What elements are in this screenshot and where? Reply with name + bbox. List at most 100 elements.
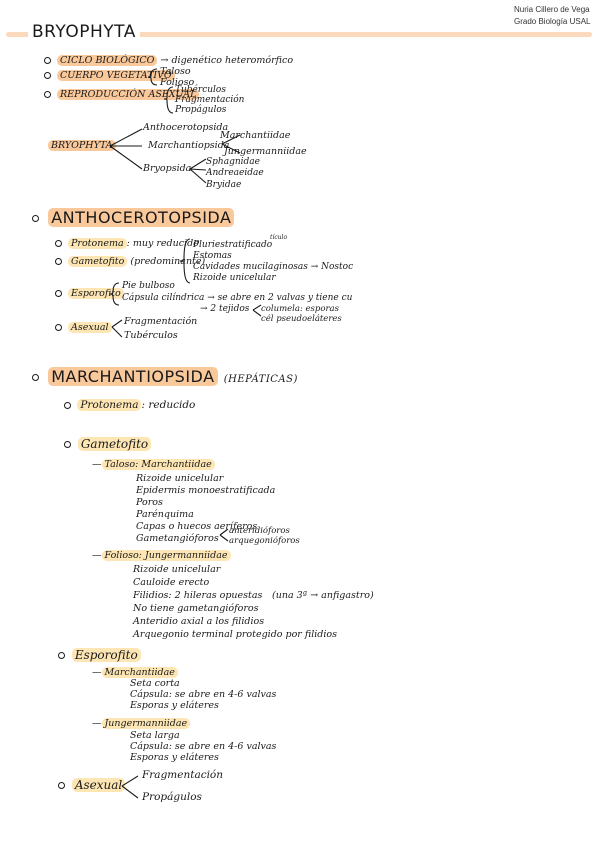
march-asexual: Asexual bbox=[58, 778, 126, 792]
tree-antho: Anthocerotopsida bbox=[143, 122, 229, 133]
march-esp-junger-label: Jungermanniidae bbox=[101, 718, 191, 729]
antho-asx-branches bbox=[111, 319, 123, 338]
march-esp-march: —Marchantiidae bbox=[92, 667, 178, 678]
cuerpo-item: Taloso bbox=[160, 66, 191, 77]
course-name: Grado Biología USAL bbox=[514, 17, 591, 26]
antho-esporofito-label: Esporofito bbox=[68, 288, 124, 299]
antho-heading-text: ANTHOCEROTOPSIDA bbox=[48, 208, 235, 227]
march-esp-junger-item: Seta larga bbox=[130, 730, 180, 741]
march-esp-junger-item: Esporas y eláteres bbox=[130, 752, 219, 763]
march-taloso-label: Taloso: Marchantiidae bbox=[101, 459, 215, 470]
antho-asx-item: Fragmentación bbox=[124, 316, 198, 327]
antho-esp-item: Cápsula cilíndrica → se abre en 2 valvas… bbox=[122, 293, 353, 303]
march-taloso-sub: anteridióforos bbox=[229, 526, 290, 536]
march-folioso-label: Folioso: Jungermanniidae bbox=[101, 550, 231, 561]
march-folioso-item: Anteridio axial a los filidios bbox=[133, 616, 265, 627]
cuerpo-label: CUERPO VEGETATIVO bbox=[57, 70, 175, 81]
antho-gam-item: Estomas bbox=[193, 251, 232, 261]
tree-bryo-child: Andreaeidae bbox=[206, 168, 264, 178]
antho-heading: ANTHOCEROTOPSIDA bbox=[32, 207, 235, 228]
march-heading-text: MARCHANTIOPSIDA bbox=[48, 367, 218, 386]
march-protonema-label: Protonema bbox=[77, 399, 142, 411]
tree-march-child: Marchantiidae bbox=[220, 130, 291, 141]
march-taloso-item: Gametangióforos bbox=[136, 533, 219, 544]
intro-ciclo: CICLO BIOLÓGICO → digenético heteromórfi… bbox=[44, 55, 293, 66]
antho-asexual-label: Asexual bbox=[68, 322, 112, 333]
march-esp-junger-item: Cápsula: se abre en 4-6 valvas bbox=[130, 741, 277, 752]
march-protonema: Protonema: reducido bbox=[64, 399, 195, 411]
tree-bryo-child: Sphagnidae bbox=[206, 157, 260, 167]
march-branches bbox=[221, 134, 241, 154]
repro-item: Fragmentación bbox=[175, 95, 245, 105]
antho-protonema-desc: : muy reducido bbox=[126, 238, 199, 249]
repro-item: Tubérculos bbox=[175, 85, 226, 95]
antho-gam-note: tículo bbox=[270, 234, 288, 241]
antho-esporofito: Esporofito bbox=[55, 288, 124, 299]
march-heading: MARCHANTIOPSIDA (HEPÁTICAS) bbox=[32, 366, 298, 387]
antho-esp-brace bbox=[109, 282, 120, 306]
march-asx-item: Fragmentación bbox=[142, 769, 224, 781]
antho-asexual: Asexual bbox=[55, 322, 112, 333]
tree-bryo-child: Bryidae bbox=[206, 180, 242, 190]
march-folioso: —Folioso: Jungermanniidae bbox=[92, 550, 231, 561]
antho-gam-brace bbox=[179, 238, 191, 284]
author-name: Nuria Cillero de Vega bbox=[514, 5, 590, 14]
antho-protonema: Protonema: muy reducido bbox=[55, 238, 199, 249]
title-underline-bar bbox=[6, 32, 592, 37]
march-asx-branches bbox=[121, 775, 139, 799]
antho-gametofito-desc: (predominante) bbox=[130, 256, 206, 267]
march-esp-march-item: Esporas y eláteres bbox=[130, 700, 219, 711]
tree-march-child: Jungermanniidae bbox=[224, 146, 307, 157]
march-esp-march-item: Cápsula: se abre en 4-6 valvas bbox=[130, 689, 277, 700]
march-subtitle: (HEPÁTICAS) bbox=[223, 374, 298, 385]
march-esp-march-label: Marchantiidae bbox=[101, 667, 178, 678]
intro-repro: REPRODUCCIÓN ASEXUAL bbox=[44, 89, 200, 100]
antho-esp-item: Pie bulboso bbox=[122, 281, 175, 291]
antho-gam-item: Rizoide unicelular bbox=[193, 273, 276, 283]
tree-bryo: Bryopsida bbox=[143, 163, 192, 174]
antho-esp-sub: cél pseudoeláteres bbox=[261, 314, 342, 324]
march-taloso-sub: arquegonióforos bbox=[229, 536, 300, 546]
march-asexual-label: Asexual bbox=[71, 778, 126, 792]
antho-tejidos-branches bbox=[252, 304, 262, 317]
march-esporofito: Esporofito bbox=[58, 648, 141, 662]
repro-brace bbox=[163, 86, 174, 114]
tree-branches bbox=[109, 128, 143, 170]
march-esporofito-label: Esporofito bbox=[71, 648, 141, 662]
intro-cuerpo: CUERPO VEGETATIVO bbox=[44, 70, 175, 81]
ciclo-desc: → digenético heteromórfico bbox=[160, 55, 294, 66]
march-protonema-desc: : reducido bbox=[141, 399, 196, 411]
march-taloso-item: Poros bbox=[136, 497, 163, 508]
march-asx-item: Propágulos bbox=[142, 791, 202, 803]
march-taloso: —Taloso: Marchantiidae bbox=[92, 459, 215, 470]
ciclo-label: CICLO BIOLÓGICO bbox=[57, 55, 158, 66]
antho-asx-item: Tubérculos bbox=[124, 330, 178, 341]
march-esp-junger: —Jungermanniidae bbox=[92, 718, 191, 729]
antho-gametofito: Gametofito (predominante) bbox=[55, 256, 205, 267]
march-folioso-item: Arquegonio terminal protegido por filidi… bbox=[133, 629, 337, 640]
bryo-branches bbox=[189, 158, 207, 184]
antho-esp-sub: columela: esporas bbox=[261, 304, 339, 314]
march-folioso-item: Rizoide unicelular bbox=[133, 564, 221, 575]
antho-protonema-label: Protonema bbox=[68, 238, 127, 249]
gametangioforos-branches bbox=[219, 528, 229, 542]
cuerpo-brace bbox=[147, 68, 158, 86]
antho-gam-item: Pluriestratificado bbox=[193, 240, 273, 250]
march-esp-march-item: Seta corta bbox=[130, 678, 180, 689]
march-taloso-item: Epidermis monoestratificada bbox=[136, 485, 276, 496]
antho-gametofito-label: Gametofito bbox=[68, 256, 128, 267]
march-folioso-note: (una 3ª → anfigastro) bbox=[272, 590, 374, 601]
march-taloso-item: Capas o huecos aeríferos bbox=[136, 521, 258, 532]
tree-march: Marchantiopsida bbox=[148, 140, 230, 151]
march-gametofito-label: Gametofito bbox=[77, 437, 152, 451]
tree-root: BRYOPHYTA bbox=[48, 140, 116, 151]
antho-gam-item: Cavidades mucilaginosas → Nostoc bbox=[193, 262, 354, 272]
march-folioso-item: No tiene gametangióforos bbox=[133, 603, 259, 614]
antho-esp-tejidos: → 2 tejidos bbox=[200, 304, 250, 314]
page-title: BRYOPHYTA bbox=[28, 22, 140, 42]
repro-item: Propágulos bbox=[175, 105, 227, 115]
march-taloso-item: Parénquima bbox=[136, 509, 194, 520]
march-folioso-item: Filidios: 2 hileras opuestas bbox=[133, 590, 263, 601]
march-taloso-item: Rizoide unicelular bbox=[136, 473, 224, 484]
march-folioso-item: Cauloide erecto bbox=[133, 577, 210, 588]
